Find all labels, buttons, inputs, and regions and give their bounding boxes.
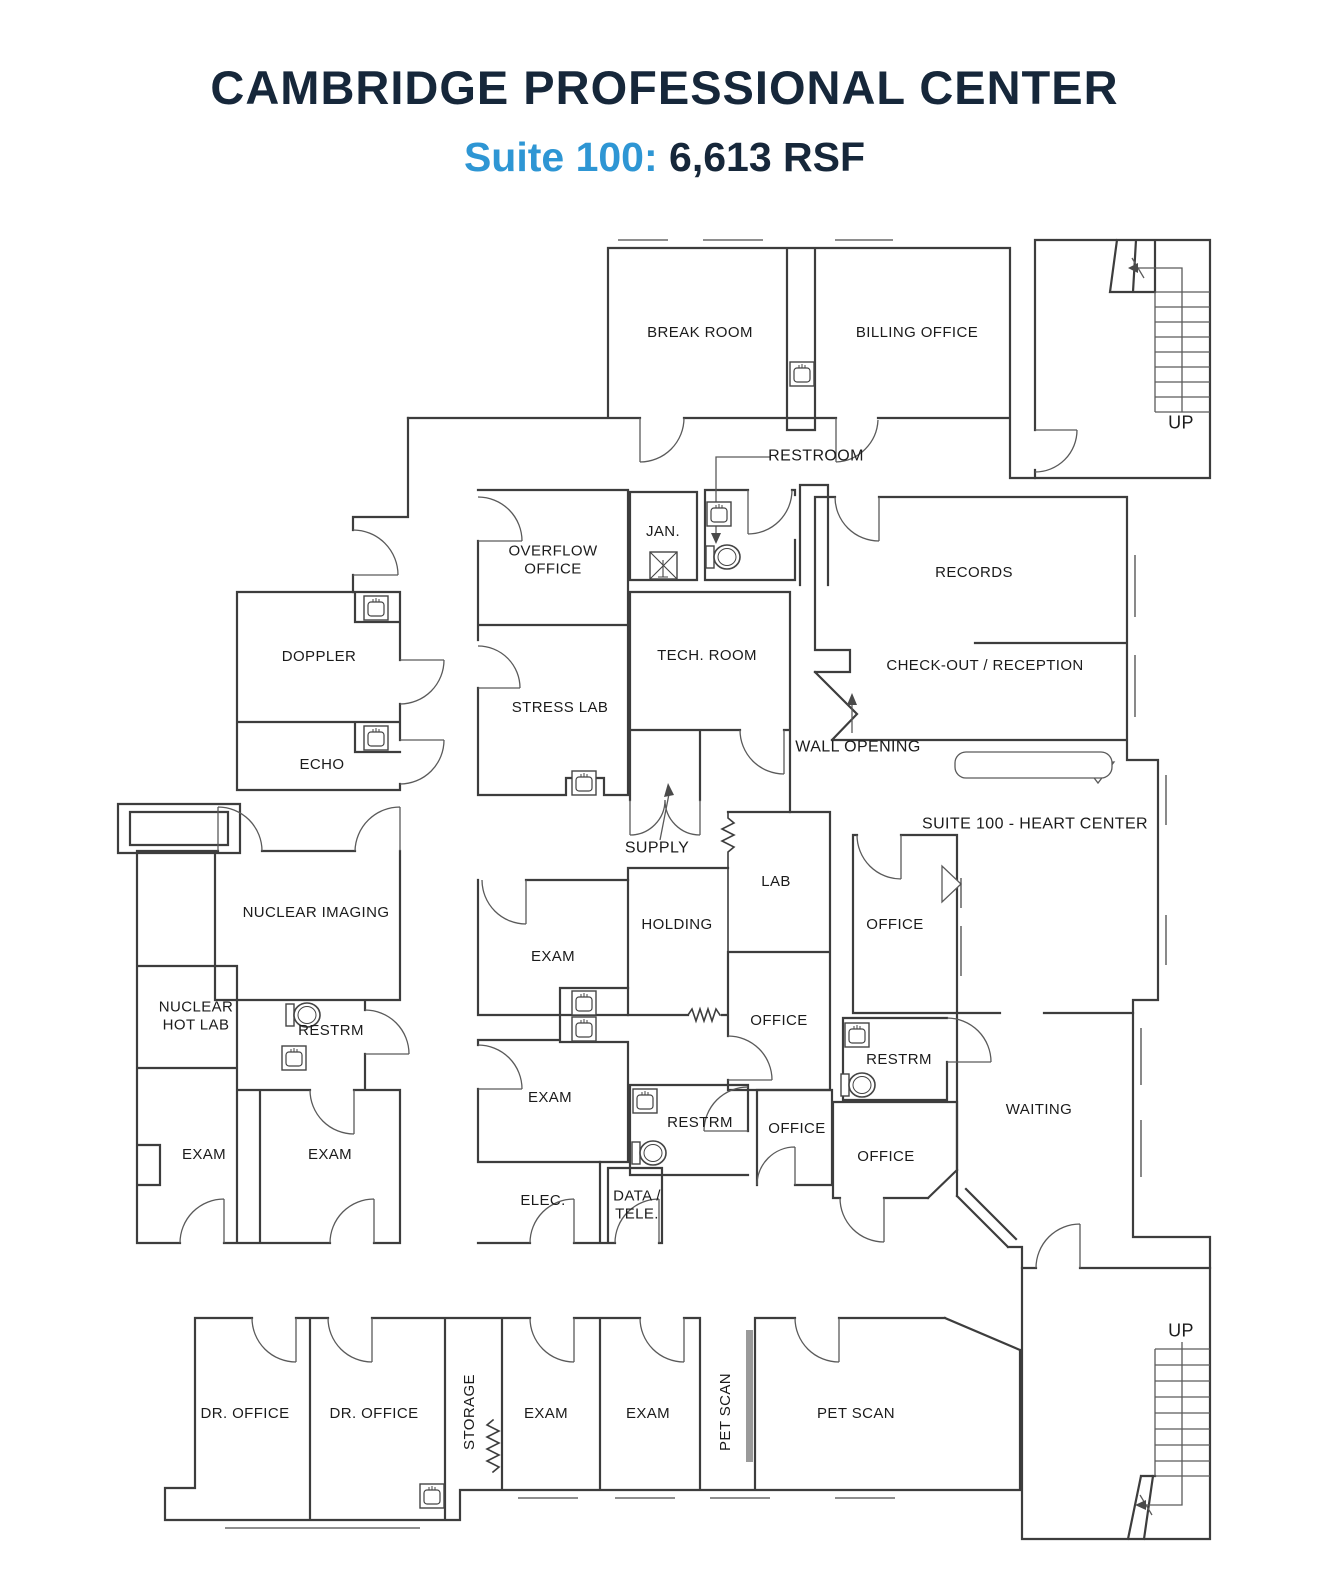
doors-and-details (179, 257, 1210, 1516)
room-label-exam-c1: EXAM (530, 948, 576, 966)
room-label-data-tele: DATA / TELE. (613, 1187, 661, 1222)
sink-icon (571, 990, 597, 1016)
room-label-billing-office: BILLING OFFICE (855, 324, 979, 342)
walls (116, 238, 1212, 1541)
room-label-echo: ECHO (299, 756, 345, 774)
restroom-callout: RESTROOM (768, 447, 864, 465)
supply-callout: SUPPLY (624, 839, 690, 857)
room-label-office-se: OFFICE (857, 1148, 915, 1166)
toilet-icon (631, 1140, 667, 1166)
room-label-doppler: DOPPLER (281, 648, 357, 666)
room-label-office-small: OFFICE (768, 1120, 826, 1138)
wall-opening-callout: WALL OPENING (795, 738, 921, 756)
room-label-office-center: OFFICE (750, 1012, 808, 1030)
suite-number: Suite 100: (463, 134, 658, 180)
room-label-restrm-center: RESTRM (667, 1114, 733, 1132)
room-label-tech-room: TECH. ROOM (657, 647, 757, 665)
room-label-exam-c2: EXAM (527, 1089, 573, 1107)
page-subtitle: Suite 100: 6,613 RSF (0, 134, 1329, 181)
page-title: CAMBRIDGE PROFESSIONAL CENTER (210, 61, 1119, 114)
stairs-up-label-bottom: UP (1168, 1320, 1194, 1341)
pet-scan-equipment (746, 1330, 753, 1462)
sink-icon (789, 361, 815, 387)
room-label-dr-office-2: DR. OFFICE (329, 1405, 419, 1423)
room-label-restrm-right: RESTRM (866, 1051, 932, 1069)
room-label-jan: JAN. (645, 523, 681, 541)
room-label-lab: LAB (761, 873, 791, 891)
floor-drain-icon (649, 551, 678, 580)
room-label-office-ne: OFFICE (866, 916, 924, 934)
sink-icon (632, 1088, 658, 1114)
suite-100-heart-center-label: SUITE 100 - HEART CENTER (922, 815, 1148, 833)
stairs-up-label-top: UP (1168, 412, 1194, 433)
sink-icon (844, 1022, 870, 1048)
sink-icon (363, 725, 389, 751)
room-label-records: RECORDS (935, 564, 1013, 582)
room-label-restrm-left: RESTRM (298, 1022, 364, 1040)
plumbing-fixtures (281, 361, 876, 1509)
room-label-exam-b1: EXAM (523, 1405, 569, 1423)
room-label-pet-scan-large: PET SCAN (817, 1405, 895, 1423)
room-label-storage: STORAGE (461, 1374, 479, 1450)
sink-icon (363, 595, 389, 621)
leader-arrowheads (664, 263, 1146, 1510)
room-label-break-room: BREAK ROOM (647, 324, 753, 342)
sink-icon (571, 1016, 597, 1042)
toilet-icon (705, 544, 741, 570)
room-label-checkout-reception: CHECK-OUT / RECEPTION (886, 657, 1084, 675)
room-label-waiting: WAITING (1005, 1101, 1073, 1119)
sink-icon (571, 770, 597, 796)
room-label-exam-left1: EXAM (181, 1146, 227, 1164)
room-label-nuclear-imaging: NUCLEAR IMAGING (242, 904, 390, 922)
rsf-value: 6,613 RSF (669, 134, 866, 180)
sink-icon (706, 501, 732, 527)
room-label-overflow-office: OVERFLOW OFFICE (508, 542, 598, 577)
room-label-pet-scan-small: PET SCAN (717, 1373, 735, 1451)
room-label-exam-left2: EXAM (307, 1146, 353, 1164)
room-label-stress-lab: STRESS LAB (511, 699, 609, 717)
room-label-nuclear-hot-lab: NUCLEAR HOT LAB (158, 998, 234, 1033)
sink-icon (419, 1483, 445, 1509)
room-label-holding: HOLDING (641, 916, 713, 934)
windows (225, 239, 1167, 1529)
room-label-elec: ELEC. (520, 1192, 566, 1210)
sink-icon (281, 1045, 307, 1071)
toilet-icon (840, 1072, 876, 1098)
room-label-exam-b2: EXAM (625, 1405, 671, 1423)
room-label-dr-office-1: DR. OFFICE (200, 1405, 290, 1423)
